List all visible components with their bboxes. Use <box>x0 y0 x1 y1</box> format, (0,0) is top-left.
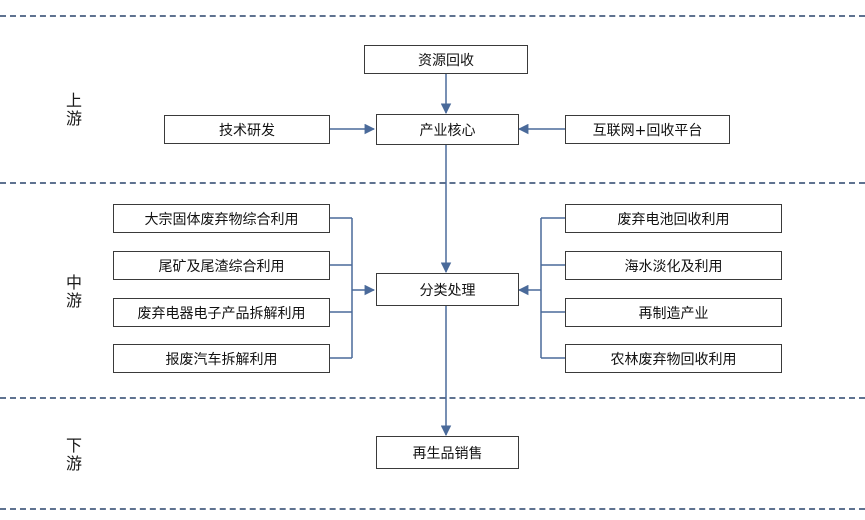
node-recycled-sales: 再生品销售 <box>376 436 519 469</box>
separator-bottom <box>0 508 865 510</box>
zone-label-upstream: 上游 <box>65 91 82 128</box>
node-agri-forestry-waste: 农林废弃物回收利用 <box>565 344 782 373</box>
node-waste-electronics: 废弃电器电子产品拆解利用 <box>113 298 330 327</box>
separator-midstream-downstream <box>0 397 865 399</box>
node-tailings: 尾矿及尾渣综合利用 <box>113 251 330 280</box>
node-battery-recycling: 废弃电池回收利用 <box>565 204 782 233</box>
separator-upstream-midstream <box>0 182 865 184</box>
node-scrap-vehicles: 报废汽车拆解利用 <box>113 344 330 373</box>
node-tech-rd: 技术研发 <box>164 115 330 144</box>
node-remanufacturing: 再制造产业 <box>565 298 782 327</box>
node-classification: 分类处理 <box>376 273 519 306</box>
separator-top <box>0 15 865 17</box>
node-resource-recycling: 资源回收 <box>364 45 528 74</box>
node-internet-platform: 互联网+回收平台 <box>565 115 730 144</box>
node-industry-core: 产业核心 <box>376 114 519 145</box>
zone-label-downstream: 下游 <box>65 436 82 473</box>
node-seawater: 海水淡化及利用 <box>565 251 782 280</box>
zone-label-midstream: 中游 <box>65 273 82 310</box>
node-bulk-solid-waste: 大宗固体废弃物综合利用 <box>113 204 330 233</box>
